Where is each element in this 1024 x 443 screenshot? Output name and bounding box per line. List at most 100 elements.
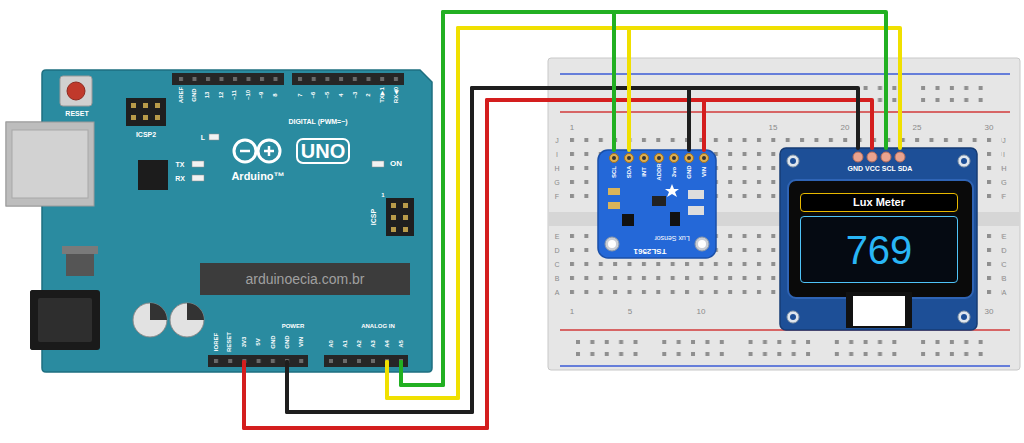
arduino-uno-board-part	[192, 161, 204, 167]
breadboard-index: I	[1003, 151, 1005, 158]
breadboard-index: A	[555, 289, 560, 296]
arduino-uno-board-part	[268, 146, 271, 156]
pin-label: SCL	[611, 166, 617, 178]
arduino-uno-board-part	[38, 298, 92, 342]
pin-label: 12	[218, 92, 224, 99]
light-sensor-module-part	[688, 190, 704, 199]
pin-label: 13	[204, 92, 210, 99]
light-sensor-module-part	[608, 188, 620, 195]
oled-display-module-part	[895, 152, 905, 162]
breadboard-part	[560, 365, 1010, 367]
breadboard-index: F	[555, 193, 559, 200]
jumper-wire	[287, 88, 689, 412]
pin-names: GND VCC SCL SDA	[848, 165, 913, 172]
pin-label: ~11	[231, 90, 237, 100]
light-sensor-module-part	[598, 150, 716, 258]
breadboard-index: 15	[769, 124, 778, 132]
light-sensor-module-part	[642, 156, 646, 160]
module-name: TSL2561	[634, 247, 667, 255]
oled-display-module	[780, 148, 977, 330]
breadboard-part	[548, 58, 1020, 370]
jumper-wire	[287, 88, 858, 412]
jumper-wire	[244, 100, 872, 428]
pin-label: VIN	[298, 337, 304, 347]
oled-display-module-part	[787, 311, 799, 323]
pin-label: ~5	[324, 92, 330, 99]
pin-label: RESET	[226, 332, 232, 352]
breadboard-index: 5	[628, 308, 632, 316]
pin-label: 7	[297, 93, 303, 96]
pin-label: ICSP2	[136, 131, 156, 138]
oled-display-module-part	[961, 314, 967, 320]
arduino-uno-board-part	[42, 70, 432, 372]
arduino-uno-board-part	[60, 76, 92, 106]
pin-label: ADDR	[656, 163, 662, 180]
arduino-uno-board-part	[209, 134, 219, 140]
oled-module: GND VCC SCL SDALux Meter769	[780, 148, 977, 330]
arduino-uno-board-part	[155, 115, 160, 120]
brand-name: Arduino™	[231, 171, 284, 182]
light-sensor-module-part	[652, 196, 666, 206]
oled-display-module-part	[790, 158, 796, 164]
light-sensor-module-part	[622, 214, 634, 226]
pin-label: RX	[175, 175, 185, 182]
light-sensor-module-part	[670, 154, 679, 163]
breadboard-index: C	[554, 261, 559, 268]
arduino-uno-board-part	[391, 203, 396, 208]
light-sensor-module	[598, 150, 716, 258]
board-model: UNO	[301, 141, 345, 161]
arduino-uno-board-part	[66, 252, 94, 276]
pin-label: ~3	[352, 92, 358, 99]
arduino-uno-board-part	[403, 227, 408, 232]
watermark: arduinoecia.com.br	[245, 272, 364, 286]
arduino-uno-board-part	[234, 140, 256, 162]
arduino-uno-board-part	[372, 161, 384, 167]
breadboard-index: D	[554, 247, 559, 254]
jumper-wire	[387, 28, 900, 398]
pin-label: 3vo	[671, 167, 677, 177]
arduino-uno-board-part	[30, 290, 100, 350]
light-sensor-module-part	[605, 237, 619, 251]
arduino-uno-board-part	[324, 355, 408, 367]
arduino-uno-board-part	[264, 150, 274, 153]
breadboard-part	[560, 329, 1010, 331]
pin-label: TX	[176, 161, 185, 168]
light-sensor-module-part	[640, 154, 649, 163]
pin-label: 2	[365, 93, 371, 96]
arduino-uno-board-part	[403, 203, 408, 208]
arduino-uno-board-part	[391, 227, 396, 232]
screen-value-box: 769	[800, 216, 958, 283]
pin-label: POWER	[282, 323, 305, 329]
light-sensor-module-part	[657, 156, 661, 160]
pin-label: ON	[390, 160, 402, 168]
breadboard-index: 10	[697, 308, 706, 316]
arduino-uno-board-part	[150, 303, 167, 320]
light-sensor-module-part	[655, 154, 664, 163]
arduino-uno-board-part	[30, 290, 100, 350]
pin-label: VIN	[701, 167, 707, 177]
breadboard-part	[576, 340, 1007, 364]
arduino-uno-board-part	[143, 103, 148, 108]
oled-display-module-part	[846, 292, 912, 328]
arduino-uno-board-part	[131, 115, 136, 120]
pin-label: DIGITAL (PWM=~)	[288, 118, 347, 125]
pin-label: ~6	[310, 92, 316, 99]
breadboard-part	[576, 86, 1007, 110]
pin-label: ICSP	[370, 209, 377, 225]
arduino-uno-board-part	[292, 77, 404, 81]
pin-label: A1	[342, 340, 348, 348]
breadboard-index: G	[554, 179, 559, 186]
breadboard-index: 1	[570, 308, 574, 316]
arduino-uno-board-part	[208, 359, 308, 363]
breadboard-index: H	[554, 165, 559, 172]
pin-label: A2	[356, 340, 362, 348]
breadboard-index: 20	[841, 124, 850, 132]
arduino-uno-board-part	[172, 77, 284, 81]
oled-display-module-part	[853, 152, 863, 162]
pin-label: GND	[191, 88, 197, 101]
pin-label: RESET	[65, 110, 88, 117]
pin-label: GND	[284, 335, 290, 348]
light-sensor-module-part	[610, 154, 619, 163]
pin-label: 8	[272, 93, 278, 96]
